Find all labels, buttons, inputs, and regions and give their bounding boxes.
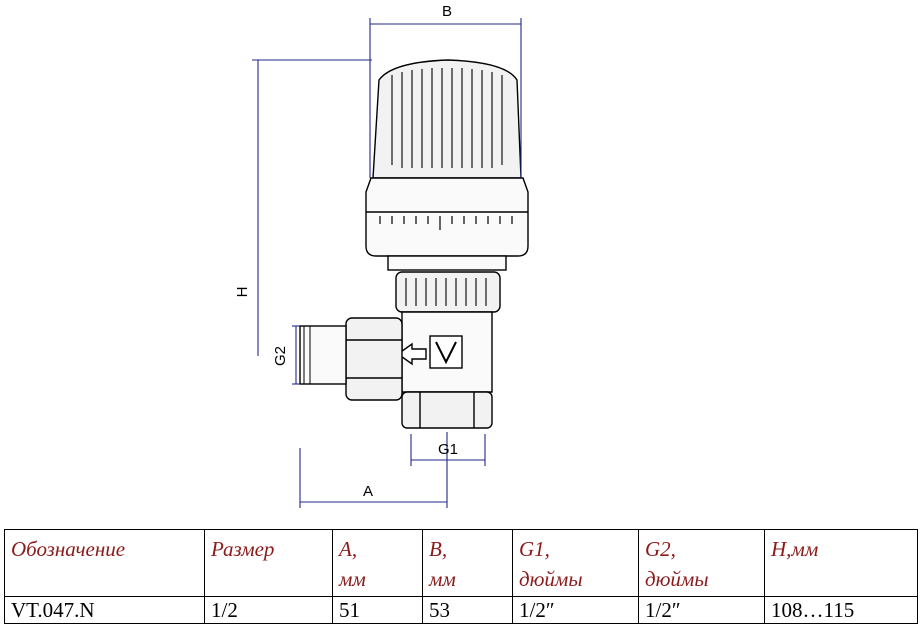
cell-b: 53	[422, 596, 513, 624]
dimension-label-g1: G1	[438, 441, 458, 458]
thermostat-body	[365, 177, 529, 257]
header-designation: Обозначение	[4, 529, 205, 597]
flow-arrow	[396, 342, 427, 366]
side-nut	[345, 317, 403, 401]
cell-designation: VT.047.N	[4, 596, 205, 624]
header-g2: G2,дюймы	[638, 529, 765, 597]
cap-ribs	[391, 68, 503, 168]
cell-h: 108…115	[764, 596, 918, 624]
adapter-ring	[387, 255, 507, 271]
dimension-label-h: H	[234, 287, 251, 298]
header-g1: G1,дюймы	[512, 529, 639, 597]
head-nut	[395, 271, 501, 313]
cell-size: 1/2	[204, 596, 333, 624]
valve-technical-drawing: B H G2 G1 A	[234, 3, 529, 508]
header-row: Обозначение Размер A,мм B,мм G1,дюймы G2…	[4, 529, 918, 597]
table-row: VT.047.N 1/2 51 53 1/2″ 1/2″ 108…115	[4, 596, 918, 624]
scale-ticks	[379, 216, 513, 230]
tail-piece	[299, 325, 347, 385]
logo-badge	[429, 335, 463, 369]
dimension-label-g2: G2	[272, 346, 289, 366]
dimension-label-a: A	[363, 483, 373, 500]
header-h: H,мм	[764, 529, 918, 597]
header-size: Размер	[204, 529, 333, 597]
spec-table: Обозначение Размер A,мм B,мм G1,дюймы G2…	[4, 529, 918, 624]
dimension-label-b: B	[442, 3, 452, 20]
header-a: A,мм	[332, 529, 423, 597]
bottom-nut	[401, 391, 493, 429]
cell-a: 51	[332, 596, 423, 624]
cell-g1: 1/2″	[512, 596, 639, 624]
header-b: B,мм	[422, 529, 513, 597]
thermostat-cap	[372, 59, 522, 179]
cell-g2: 1/2″	[638, 596, 765, 624]
